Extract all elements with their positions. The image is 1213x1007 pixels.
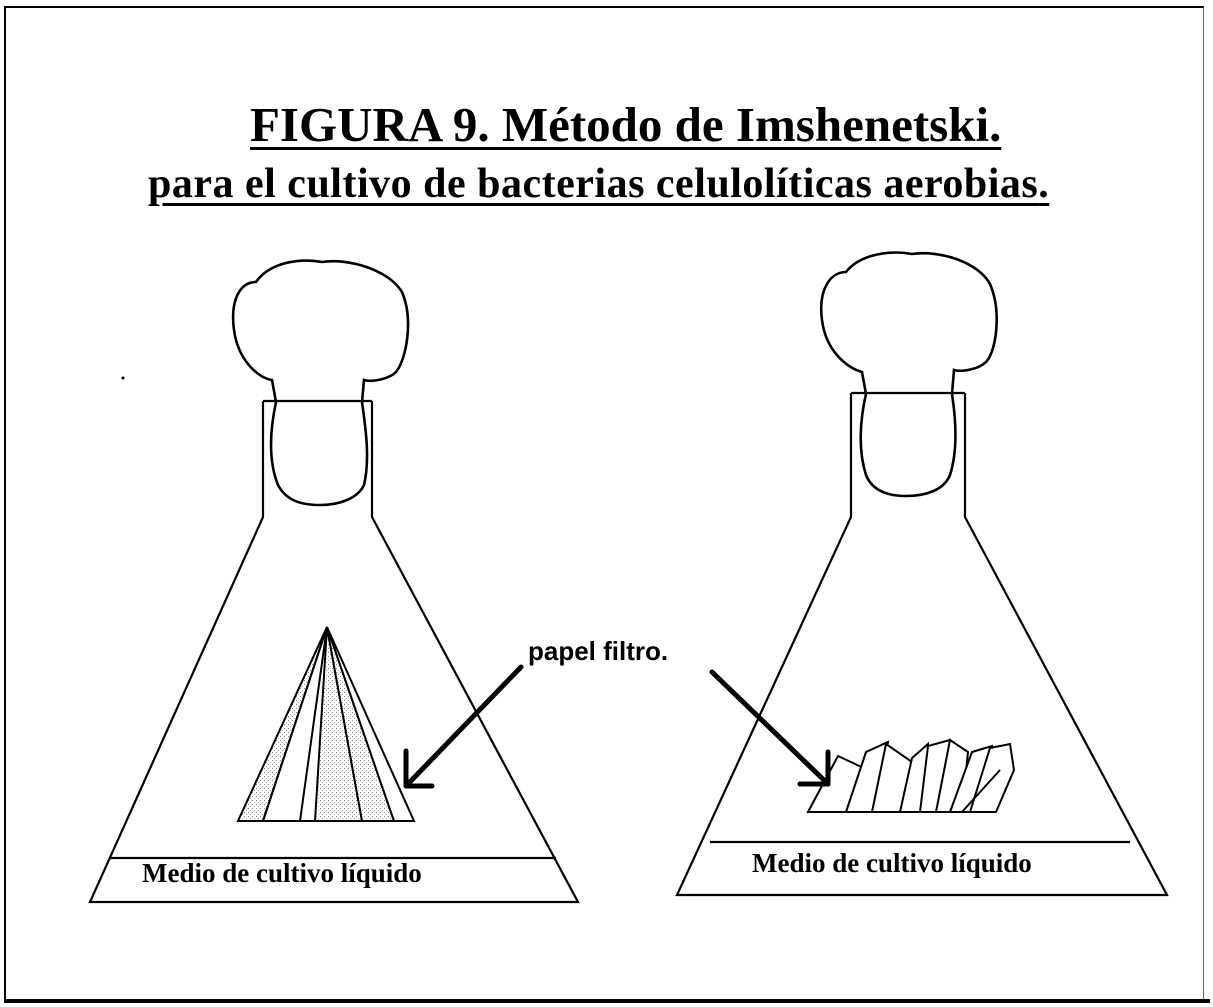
left-flask-outline bbox=[88, 401, 580, 904]
right-flask-outline bbox=[675, 393, 1169, 897]
figure-frame-bottom bbox=[4, 999, 1210, 1003]
figure-subtitle-text: para el cultivo de bacterias celulolític… bbox=[148, 161, 1039, 207]
subtitle-period: . bbox=[1038, 161, 1050, 207]
left-medium-label: Medio de cultivo líquido bbox=[142, 858, 422, 888]
arrow-left bbox=[403, 664, 524, 789]
right-flask bbox=[675, 251, 1169, 897]
figure-title: FIGURA 9. Método de Imshenetski. bbox=[250, 97, 1002, 152]
figure-frame bbox=[4, 6, 1204, 1002]
arrow-right-head bbox=[797, 749, 831, 787]
right-medium-label: Medio de cultivo líquido bbox=[752, 848, 1032, 878]
right-cotton-plug bbox=[819, 251, 998, 498]
left-cotton-plug bbox=[231, 259, 410, 507]
arrow-left-head bbox=[403, 748, 435, 789]
left-flask bbox=[88, 259, 580, 904]
arrows bbox=[403, 664, 831, 789]
figure-subtitle: para el cultivo de bacterias celulolític… bbox=[148, 160, 1213, 208]
left-filter-paper bbox=[236, 626, 416, 822]
arrow-right bbox=[709, 669, 831, 787]
stray-mark bbox=[121, 376, 125, 380]
filter-paper-label: papel filtro. bbox=[528, 636, 669, 666]
right-filter-paper bbox=[806, 738, 1016, 813]
